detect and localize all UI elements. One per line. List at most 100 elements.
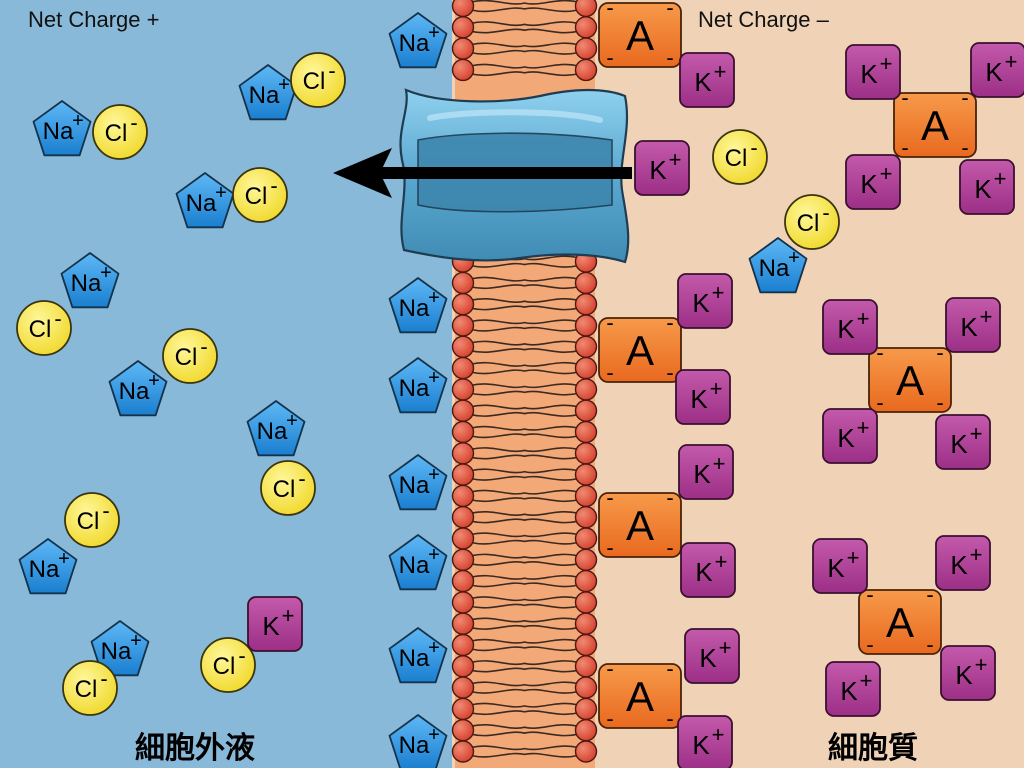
negative-charge-sign: -: [822, 200, 829, 225]
positive-charge-sign: +: [980, 304, 993, 329]
negative-charge-sign: -: [200, 334, 207, 359]
sodium-ion: Na+: [388, 627, 448, 684]
positive-charge-sign: +: [428, 287, 440, 309]
sodium-ion: Na+: [388, 454, 448, 511]
lipid-tail: [470, 319, 579, 332]
positive-charge-sign: +: [860, 668, 873, 693]
potassium-ion: K+: [822, 299, 878, 355]
sodium-symbol: Na: [257, 418, 288, 445]
potassium-ion: K+: [677, 715, 733, 771]
lipid-head: [574, 271, 598, 295]
potassium-symbol: K: [860, 169, 878, 199]
sodium-ion: Na+: [175, 172, 235, 229]
negative-charge-sign: -: [961, 85, 968, 110]
lipid-head: [574, 335, 598, 358]
potassium-symbol: K: [694, 67, 712, 97]
positive-charge-sign: +: [994, 166, 1007, 191]
chloride-ion: Cl-: [62, 660, 118, 716]
chloride-symbol: Cl: [75, 676, 98, 703]
potassium-symbol: K: [262, 611, 280, 641]
negative-charge-sign: -: [926, 582, 933, 607]
sodium-symbol: Na: [399, 472, 430, 499]
lipid-head: [574, 420, 598, 444]
lipid-tail: [470, 298, 579, 311]
lipid-tail: [470, 361, 579, 375]
negative-charge-sign: -: [876, 390, 883, 415]
potassium-ion: K+: [634, 140, 690, 196]
negative-charge-sign: -: [606, 310, 613, 335]
chloride-ion: Cl-: [92, 104, 148, 160]
negative-charge-sign: -: [270, 173, 277, 198]
lipid-head: [574, 16, 598, 39]
potassium-ion: K+: [822, 408, 878, 464]
sodium-ion: Na+: [60, 252, 120, 309]
sodium-symbol: Na: [249, 82, 280, 109]
positive-charge-sign: +: [975, 652, 988, 677]
lipid-head: [451, 293, 475, 316]
lipid-head: [451, 697, 475, 721]
lipid-head: [574, 0, 598, 18]
negative-charge-sign: -: [328, 58, 335, 83]
lipid-head: [574, 399, 598, 422]
net-charge-positive-label: Net Charge +: [28, 7, 160, 32]
potassium-symbol: K: [860, 59, 878, 89]
lipid-head: [574, 633, 598, 657]
lipid-head: [574, 378, 598, 401]
positive-charge-sign: +: [428, 464, 440, 486]
lipid-head: [574, 463, 598, 486]
lipid-head: [574, 655, 598, 678]
positive-charge-sign: +: [970, 421, 983, 446]
lipid-tail: [470, 617, 579, 630]
positive-charge-sign: +: [857, 415, 870, 440]
anion-protein: A----: [893, 85, 977, 160]
potassium-ion: K+: [812, 538, 868, 594]
negative-charge-sign: -: [666, 360, 673, 385]
potassium-symbol: K: [840, 676, 858, 706]
anion-protein: A----: [858, 582, 942, 657]
lipid-head: [574, 37, 598, 60]
sodium-ion: Na+: [388, 277, 448, 334]
lipid-head: [451, 463, 475, 486]
sodium-symbol: Na: [119, 378, 150, 405]
positive-charge-sign: +: [880, 161, 893, 186]
lipid-head: [451, 399, 475, 422]
sodium-ion: Na+: [238, 64, 298, 121]
lipid-head: [451, 420, 475, 444]
arrow-shaft: [372, 167, 632, 179]
positive-charge-sign: +: [712, 722, 725, 747]
sodium-symbol: Na: [43, 118, 74, 145]
chloride-symbol: Cl: [245, 183, 268, 210]
lipid-head: [451, 633, 475, 657]
anion-symbol: A: [626, 502, 654, 549]
potassium-symbol: K: [649, 155, 667, 185]
left-arrow-icon: [333, 148, 632, 198]
negative-charge-sign: -: [606, 656, 613, 681]
potassium-ion: K+: [940, 645, 996, 701]
lipid-tail: [470, 42, 579, 55]
extracellular-fluid-title: 細胞外液: [135, 731, 255, 766]
anion-symbol: A: [626, 673, 654, 720]
chloride-ion: Cl-: [16, 300, 72, 356]
lipid-head: [574, 527, 598, 550]
lipid-tail: [470, 681, 579, 694]
positive-charge-sign: +: [278, 74, 290, 96]
chloride-ion: Cl-: [712, 129, 768, 185]
chloride-ion: Cl-: [162, 328, 218, 384]
anion-protein: A----: [598, 0, 682, 70]
positive-charge-sign: +: [714, 59, 727, 84]
potassium-symbol: K: [695, 557, 713, 587]
anion-symbol: A: [921, 102, 949, 149]
chloride-symbol: Cl: [303, 68, 326, 95]
potassium-ion: K+: [935, 414, 991, 470]
lipid-head: [451, 527, 475, 550]
lipid-tail: [470, 553, 579, 566]
sodium-ion: Na+: [108, 360, 168, 417]
sodium-ion: Na+: [388, 534, 448, 591]
anion-symbol: A: [626, 327, 654, 374]
positive-charge-sign: +: [428, 22, 440, 44]
positive-charge-sign: +: [282, 603, 295, 628]
negative-charge-sign: -: [926, 632, 933, 657]
potassium-symbol: K: [837, 423, 855, 453]
potassium-ion: K+: [970, 42, 1024, 98]
lipid-head: [451, 612, 475, 635]
